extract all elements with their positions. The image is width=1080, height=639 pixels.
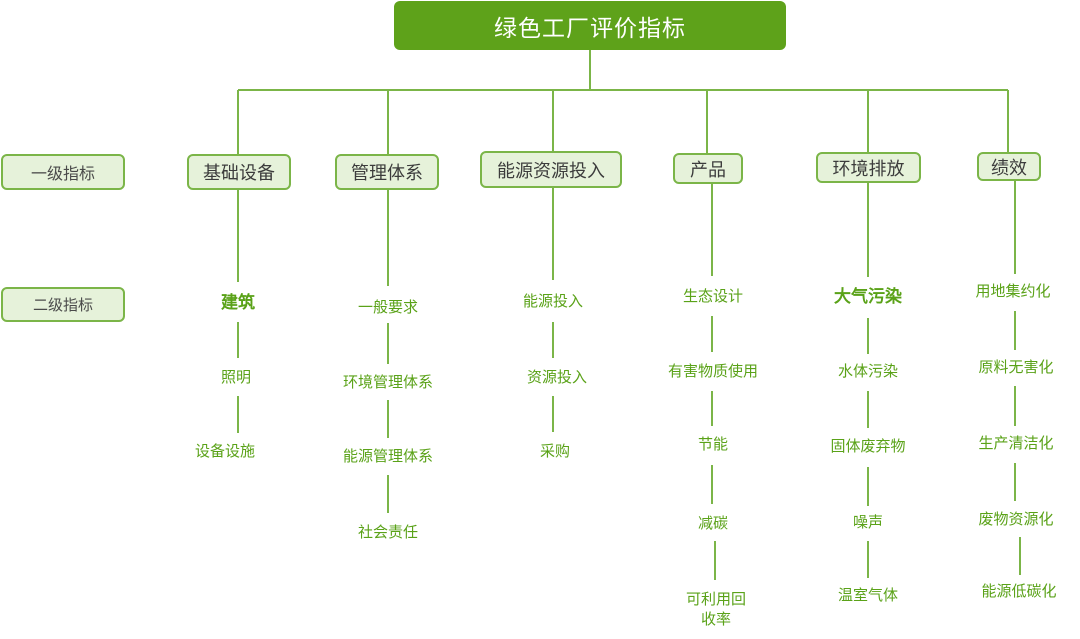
- sub-item: 噪声: [852, 512, 884, 532]
- category-box: 能源资源投入: [480, 151, 622, 188]
- sub-item: 设备设施: [194, 441, 256, 461]
- sub-item: 节能: [697, 434, 729, 454]
- sub-item: 水体污染: [837, 361, 899, 381]
- diagram-title: 绿色工厂评价指标: [394, 1, 786, 50]
- sub-item: 建筑: [221, 293, 255, 313]
- sub-item: 社会责任: [357, 522, 419, 542]
- sub-item: 能源投入: [522, 291, 584, 311]
- sub-item: 大气污染: [834, 287, 902, 307]
- category-box: 产品: [673, 153, 743, 184]
- sub-item: 减碳: [697, 513, 729, 533]
- sub-item: 用地集约化: [975, 281, 1051, 301]
- sub-item: 可利用回收率: [681, 589, 751, 629]
- sub-item: 资源投入: [526, 367, 588, 387]
- category-box: 基础设备: [187, 154, 291, 190]
- sub-item: 生态设计: [682, 286, 744, 306]
- category-box: 管理体系: [335, 154, 439, 190]
- sub-item: 照明: [220, 367, 252, 387]
- sub-item: 能源管理体系: [342, 446, 434, 466]
- category-box: 环境排放: [816, 152, 921, 183]
- level-label-first: 一级指标: [1, 154, 125, 190]
- sub-item: 原料无害化: [978, 357, 1054, 377]
- category-box: 绩效: [977, 152, 1041, 181]
- sub-item: 采购: [539, 441, 571, 461]
- sub-item: 能源低碳化: [981, 581, 1057, 601]
- sub-item: 废物资源化: [978, 509, 1054, 529]
- sub-item: 有害物质使用: [667, 361, 759, 381]
- sub-item: 温室气体: [837, 585, 899, 605]
- sub-item: 一般要求: [357, 297, 419, 317]
- sub-item: 生产清洁化: [978, 433, 1054, 453]
- level-label-second: 二级指标: [1, 287, 125, 322]
- sub-item: 环境管理体系: [342, 372, 434, 392]
- sub-item: 固体废弃物: [830, 436, 906, 456]
